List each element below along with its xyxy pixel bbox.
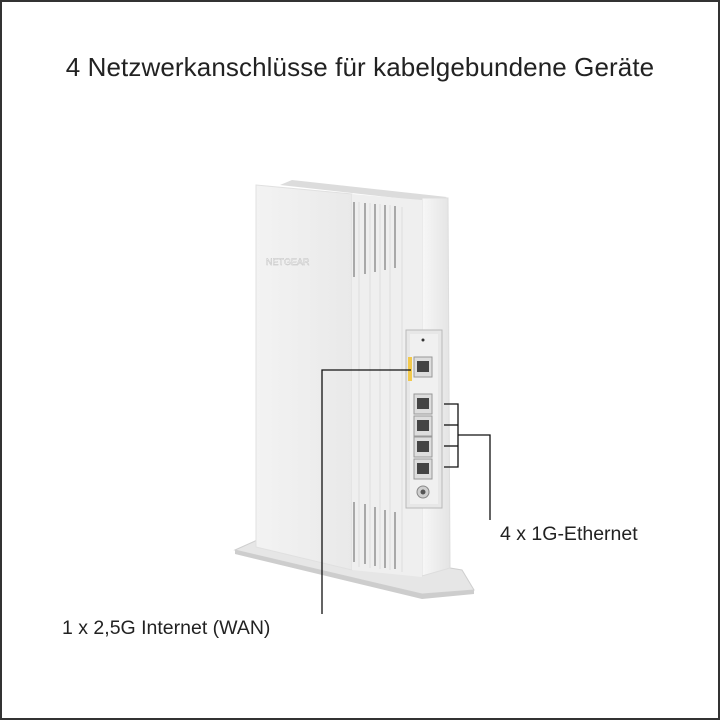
wan-port — [413, 356, 433, 378]
headline: 4 Netzwerkanschlüsse für kabelgebundene … — [65, 52, 655, 82]
netgear-logo: NETGEAR — [266, 257, 310, 267]
reset-button — [421, 338, 425, 342]
vent-slats — [352, 194, 422, 577]
lan-port — [413, 415, 433, 437]
lan-port — [413, 458, 433, 480]
ethernet-callout-line — [458, 434, 491, 520]
top-edge — [280, 180, 447, 202]
wan-callout-label: 1 x 2,5G Internet (WAN) — [62, 617, 271, 639]
lan-port — [413, 393, 433, 415]
front-panel — [255, 184, 353, 571]
ethernet-callout-label: 4 x 1G-Ethernet — [500, 523, 638, 545]
wan-callout-line — [321, 369, 411, 614]
lan-port — [413, 436, 433, 458]
port-panel — [405, 329, 443, 509]
wan-port-marker — [408, 357, 412, 381]
